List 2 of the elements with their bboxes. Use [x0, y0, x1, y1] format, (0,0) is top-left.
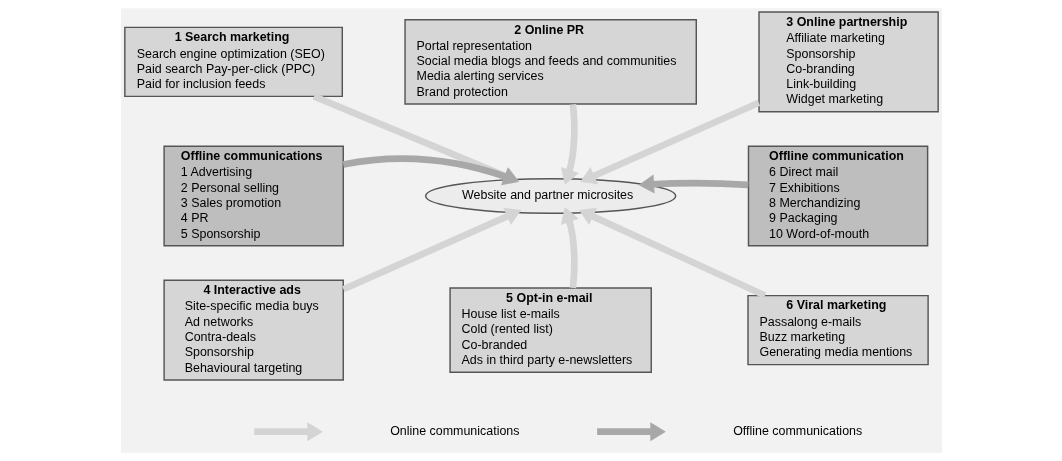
- legend-label: Offline communications: [732, 423, 862, 438]
- legend-label: Online communications: [389, 423, 519, 438]
